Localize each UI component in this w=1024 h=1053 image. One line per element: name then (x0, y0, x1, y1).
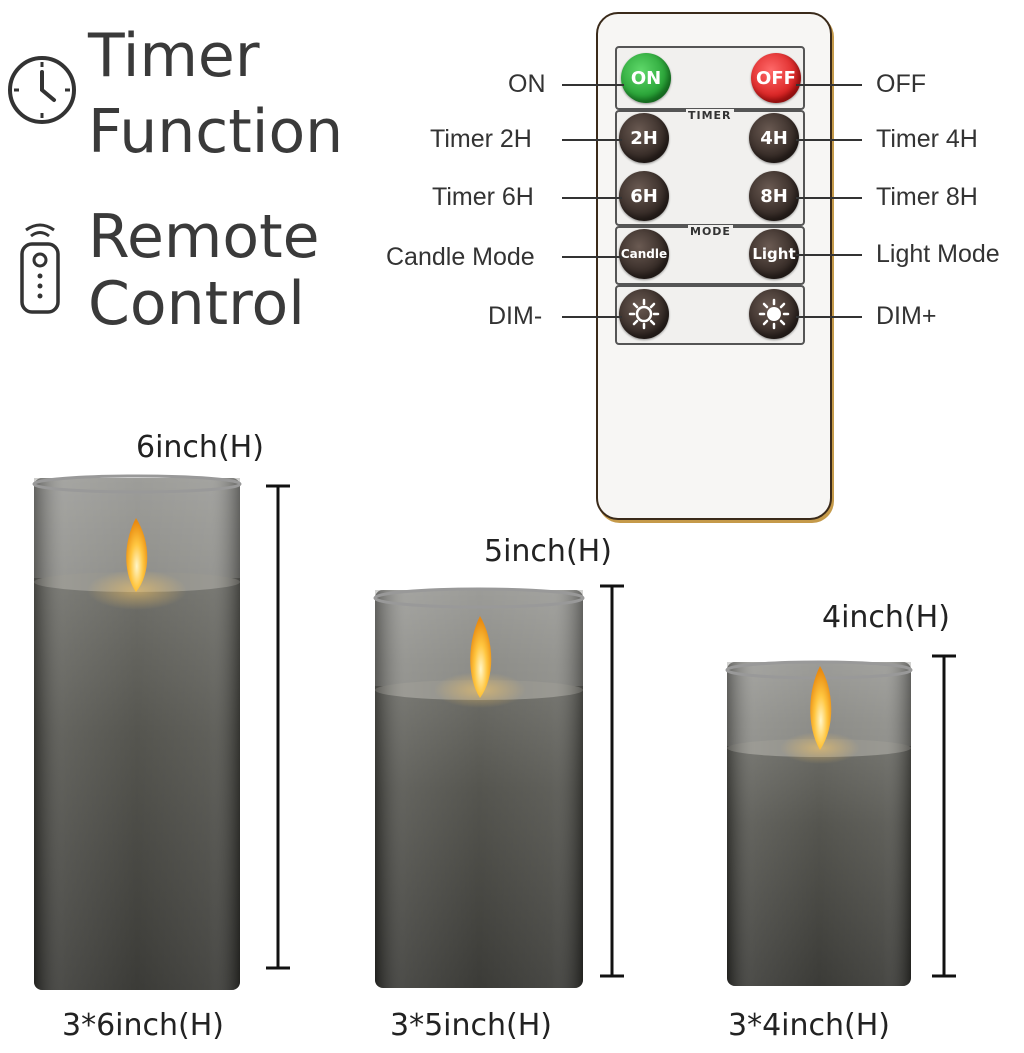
height-label-4inch: 4inch(H) (822, 600, 950, 635)
sun-bright-icon (758, 298, 790, 330)
clock-icon (8, 56, 76, 124)
caption-4inch: 3*4inch(H) (728, 1008, 890, 1043)
candle-4inch (725, 660, 913, 986)
caption-6inch: 3*6inch(H) (62, 1008, 224, 1043)
light-mode-button[interactable]: Light (749, 229, 799, 279)
sun-dim-icon (628, 298, 660, 330)
label-light-mode: Light Mode (876, 240, 1000, 268)
timer-6h-button[interactable]: 6H (619, 171, 669, 221)
leader-line (796, 84, 862, 86)
timer-panel-title: TIMER (686, 109, 734, 122)
candle-mode-button[interactable]: Candle (619, 229, 669, 279)
timer-8h-button[interactable]: 8H (749, 171, 799, 221)
dim-plus-button[interactable] (749, 289, 799, 339)
leader-line (562, 197, 622, 199)
leader-line (796, 197, 862, 199)
leader-line (796, 254, 862, 256)
mode-panel-title: MODE (688, 225, 733, 238)
label-timer-8h: Timer 8H (876, 183, 978, 211)
height-label-6inch: 6inch(H) (136, 430, 264, 465)
caption-5inch: 3*5inch(H) (390, 1008, 552, 1043)
height-bar-6inch (266, 484, 290, 970)
timer-heading-line2: Function (88, 97, 344, 167)
on-button[interactable]: ON (621, 53, 671, 103)
label-timer-2h: Timer 2H (430, 125, 532, 153)
height-label-5inch: 5inch(H) (484, 534, 612, 569)
off-button[interactable]: OFF (751, 53, 801, 103)
timer-2h-button[interactable]: 2H (619, 113, 669, 163)
remote-icon (20, 223, 60, 314)
label-timer-4h: Timer 4H (876, 125, 978, 153)
label-on: ON (508, 70, 546, 98)
timer-heading-line1: Timer (88, 21, 260, 91)
leader-line (562, 139, 622, 141)
label-dim-minus: DIM- (488, 302, 543, 330)
height-bar-5inch (600, 584, 624, 978)
height-bar-4inch (932, 654, 956, 978)
remote-heading-line1: Remote (88, 202, 320, 272)
timer-4h-button[interactable]: 4H (749, 113, 799, 163)
leader-line (562, 84, 624, 86)
leader-line (562, 256, 622, 258)
label-off: OFF (876, 70, 926, 98)
candle-5inch (373, 587, 585, 988)
candle-6inch (32, 474, 242, 990)
label-candle-mode: Candle Mode (386, 243, 535, 271)
leader-line (796, 316, 862, 318)
leader-line (562, 316, 622, 318)
dim-minus-button[interactable] (619, 289, 669, 339)
label-timer-6h: Timer 6H (432, 183, 534, 211)
label-dim-plus: DIM+ (876, 302, 937, 330)
remote-heading-line2: Control (88, 269, 305, 339)
leader-line (796, 139, 862, 141)
